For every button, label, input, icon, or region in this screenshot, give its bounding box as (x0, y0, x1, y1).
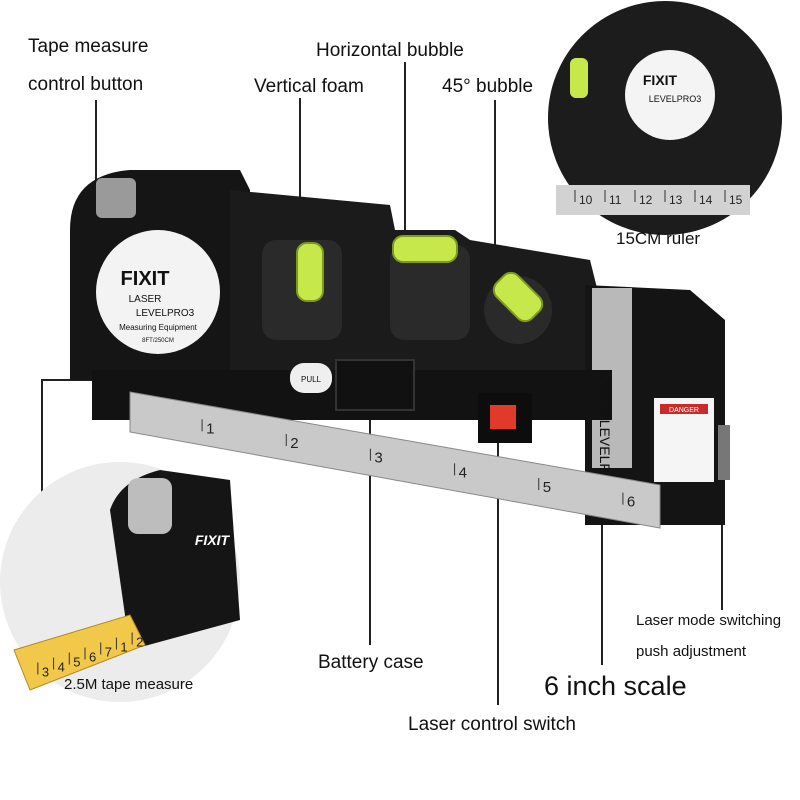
inset-ruler-tick-label: 14 (699, 193, 713, 207)
inset-tape-button[interactable] (128, 478, 172, 534)
label-6-inch-scale: 6 inch scale (544, 671, 687, 701)
label-horizontal-bubble: Horizontal bubble (316, 40, 464, 61)
horizontal-bubble-vial (392, 235, 458, 263)
scale-tick-label: 5 (543, 479, 551, 496)
scale-plate (129, 391, 661, 529)
scale-tick-label: 6 (627, 494, 635, 511)
scale-tick-label: 4 (459, 464, 467, 481)
inset-tape-brand: FIXIT (195, 532, 231, 548)
inset-bubble (570, 58, 588, 98)
inset-ruler-tick-label: 13 (669, 193, 683, 207)
scale-tick-label: 1 (206, 420, 214, 437)
brand-line4: 8FT/250CM (142, 338, 174, 344)
inset-brand-label (625, 50, 715, 140)
scale-ticks: 1 2 3 4 5 6 (201, 419, 635, 511)
danger-text: DANGER (669, 407, 699, 414)
tape-measure-control-button[interactable] (96, 178, 136, 218)
label-battery-case: Battery case (318, 652, 424, 673)
tape-tick-label: 6 (89, 650, 96, 665)
label-vertical-foam: Vertical foam (254, 76, 364, 97)
inset-ruler-tick-label: 15 (729, 193, 743, 207)
label-tape-button-line2: control button (28, 74, 144, 95)
pull-tab[interactable] (290, 363, 332, 393)
inset-ruler-tick-label: 10 (579, 193, 593, 207)
brand-label (96, 230, 220, 354)
scale-tick-label: 3 (374, 450, 382, 467)
label-15cm-ruler: 15CM ruler (616, 229, 701, 248)
label-laser-control-switch: Laser control switch (408, 714, 576, 735)
brand-line1: LASER (129, 294, 162, 305)
center-window (390, 245, 470, 340)
label-laser-mode-line1: Laser mode switching (636, 612, 782, 629)
label-laser-mode-line2: push adjustment (636, 643, 747, 660)
inset-ruler-ticks: 10 11 12 13 14 15 (574, 190, 743, 207)
brand-line3: Measuring Equipment (119, 323, 198, 332)
pull-tab-text: PULL (301, 375, 322, 384)
tape-tick-label: 5 (73, 655, 80, 670)
side-text: LASER LEVELPRO3 (597, 370, 613, 502)
inset-tape-blade (13, 614, 146, 691)
inset-ruler-tick-label: 12 (639, 193, 653, 207)
brand-line2: LEVELPRO3 (136, 308, 195, 319)
six-inch-scale: 1 2 3 4 5 6 (129, 391, 661, 529)
label-45-bubble: 45° bubble (442, 76, 534, 97)
inset-15cm-ruler: FIXIT LEVELPRO3 10 11 12 13 14 15 (542, 0, 788, 241)
label-tape-button-line1: Tape measure (28, 36, 149, 57)
laser-mode-knob[interactable] (718, 425, 730, 480)
label-2-5m-tape: 2.5M tape measure (64, 676, 194, 693)
tape-tick-label: 2 (136, 635, 143, 650)
angle-bubble-vial (492, 271, 544, 323)
inset-brand-text: FIXIT (643, 72, 678, 88)
tape-tick-label: 3 (42, 665, 49, 680)
brand-text: FIXIT (121, 268, 170, 290)
vertical-foam-vial (296, 242, 324, 302)
tape-tick-label: 1 (120, 640, 127, 655)
inset-ruler-tick-label: 11 (609, 193, 622, 207)
battery-case-door[interactable] (335, 359, 415, 411)
tape-tick-label: 4 (58, 660, 65, 675)
scale-tick-label: 2 (290, 435, 298, 452)
laser-control-switch[interactable] (490, 405, 516, 429)
level-body: FIXIT LASER LEVELPRO3 Measuring Equipmen… (70, 170, 730, 525)
inset-brand-line2: LEVELPRO3 (649, 94, 702, 104)
tape-tick-label: 7 (105, 645, 112, 660)
